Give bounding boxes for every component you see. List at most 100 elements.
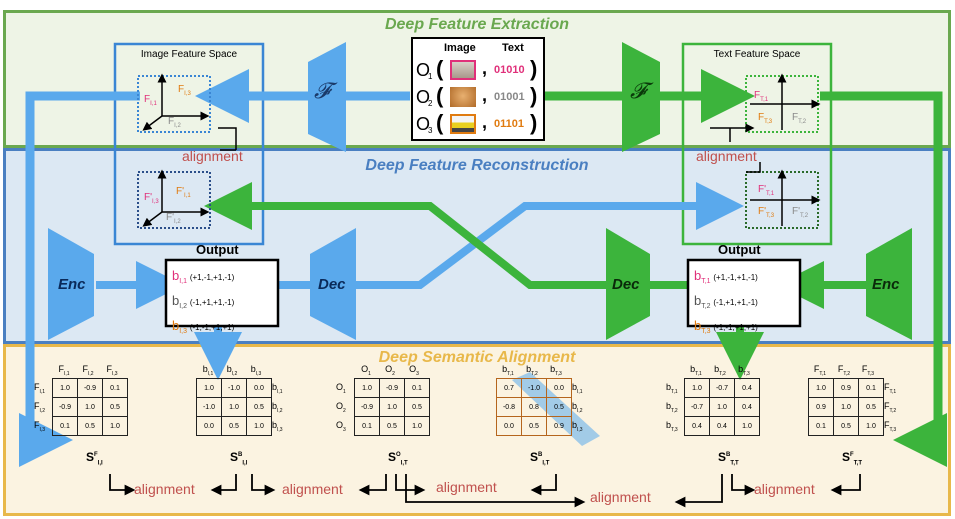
- object-table-header-image: Image: [444, 42, 476, 54]
- image-output-rows: bI,1 (+1,-1,+1,-1) bI,2 (-1,+1,+1,-1) bI…: [172, 266, 276, 341]
- object-name-2: O: [416, 87, 431, 107]
- matrix-col-header: FI,1: [58, 364, 70, 377]
- text-code-sub-1: T,1: [701, 278, 711, 285]
- image-alignment-label: alignment: [182, 148, 243, 164]
- comma-1: ,: [482, 58, 488, 78]
- paren-close-1: ): [530, 56, 538, 81]
- object-code-2: 01001: [494, 91, 525, 103]
- matrix-cell: 0.4: [734, 378, 760, 398]
- matrix-cell: 1.0: [709, 397, 735, 417]
- object-code-3: 01101: [494, 118, 524, 130]
- green-arrow-right-down: [820, 91, 947, 467]
- text-output-row-2: bT,2 (-1,+1,+1,-1): [694, 291, 798, 316]
- bottom-alignment-3: alignment: [436, 479, 497, 495]
- text-F-label: 𝓕: [630, 78, 647, 103]
- matrix-cell: 0.5: [404, 397, 430, 417]
- matrix-cell: 1.0: [858, 416, 884, 436]
- matrix-row-header: bI,3: [572, 420, 583, 433]
- matrix-cell: 0.4: [734, 397, 760, 417]
- image-alignment-connector: [218, 127, 237, 151]
- img-feat-label-3: FI,3: [178, 84, 191, 97]
- img-recon-label-3: F'I,1: [176, 186, 191, 199]
- matrix-cell: 0.5: [246, 397, 272, 417]
- matrix-row-header: FI,1: [34, 382, 46, 395]
- matrix-cell: 1.0: [734, 416, 760, 436]
- image-feature-space-frame: [113, 42, 265, 246]
- matrix-row-header: bI,2: [272, 401, 283, 414]
- text-alignment-label: alignment: [696, 148, 757, 164]
- text-feature-space-frame: [681, 42, 833, 246]
- image-feature-space-title: Image Feature Space: [140, 49, 238, 60]
- object-row-1: O 1 ( , 01010 ): [416, 56, 542, 84]
- matrix-col-header: bT,2: [526, 364, 538, 377]
- matrix-cell: 0.9: [833, 378, 859, 398]
- img-recon-label-1: F'I,3: [144, 192, 159, 205]
- matrix-row-header: bT,3: [666, 420, 678, 433]
- bottom-connector-6: [530, 474, 557, 496]
- matrix-cell: 0.1: [52, 416, 78, 436]
- matrix-row-header: FI,3: [34, 420, 46, 433]
- matrix-label: SBT,T: [718, 450, 739, 467]
- matrix-cell: 0.5: [379, 416, 405, 436]
- text-code-val-3: (-1,-1,+1,+1): [713, 323, 758, 332]
- matrix-cell: 1.0: [77, 397, 103, 417]
- text-output-title: Output: [718, 242, 761, 257]
- matrix-col-header: FI,3: [106, 364, 118, 377]
- matrix-row-header: O1: [336, 382, 346, 395]
- matrix-cell: 0.1: [858, 378, 884, 398]
- comma-3: ,: [482, 112, 488, 132]
- text-alignment-connector: [710, 128, 750, 142]
- matrix-cell: -0.9: [354, 397, 380, 417]
- green-arrow-cross: [204, 182, 606, 289]
- bottom-connector-3: [251, 474, 276, 496]
- image-code-val-1: (+1,-1,+1,-1): [189, 273, 235, 282]
- bottom-alignment-2: alignment: [282, 481, 343, 497]
- matrix-col-header: FT,1: [813, 364, 827, 377]
- matrix-cell: 1.0: [833, 397, 859, 417]
- comma-2: ,: [482, 85, 488, 105]
- img-feat-label-2: FI,2: [168, 116, 181, 129]
- matrix-col-header: O1: [361, 364, 371, 377]
- image-output-title: Output: [196, 242, 239, 257]
- matrix-cell: -1.0: [196, 397, 222, 417]
- text-enc-label: Enc: [872, 276, 900, 293]
- text-code-name-2: b: [694, 293, 702, 308]
- matrix-row-header: bT,1: [666, 382, 678, 395]
- matrix-cell: 0.0: [496, 416, 522, 436]
- image-output-row-2: bI,2 (-1,+1,+1,-1): [172, 291, 276, 316]
- paren-close-2: ): [530, 83, 538, 108]
- text-encoder: [866, 228, 912, 340]
- text-feature-space-title: Text Feature Space: [713, 49, 801, 60]
- matrix-cell: 1.0: [354, 378, 380, 398]
- matrix-cell: -0.9: [77, 378, 103, 398]
- bottom-connector-1: [109, 474, 136, 496]
- matrix-label: SFT,T: [842, 450, 863, 467]
- txt-feat-label-3: FT,3: [758, 112, 773, 125]
- image-output-row-1: bI,1 (+1,-1,+1,-1): [172, 266, 276, 291]
- image-output-box: [164, 258, 280, 328]
- image-feature-box-bottom: [137, 171, 211, 229]
- matrix-cell: 0.4: [709, 416, 735, 436]
- matrix-cell: 0.5: [521, 416, 547, 436]
- paren-close-3: ): [530, 110, 538, 135]
- blue-arrow-left-down: [19, 91, 140, 467]
- matrix-col-header: FT,3: [861, 364, 875, 377]
- matrix-cell: 0.8: [521, 397, 547, 417]
- extraction-title: Deep Feature Extraction: [384, 16, 570, 33]
- matrix-cell: 0.5: [77, 416, 103, 436]
- matrix-cell: 0.5: [833, 416, 859, 436]
- text-code-name-1: b: [694, 268, 702, 283]
- txt-feat-label-1: FT,1: [754, 90, 769, 103]
- matrix-cell: 1.0: [684, 378, 710, 398]
- image-code-name-1: b: [172, 268, 180, 283]
- matrix-cell: 0.7: [496, 378, 522, 398]
- matrix-label: SBI,T: [530, 450, 550, 467]
- text-code-sub-2: T,2: [701, 303, 711, 310]
- matrix-cell: 0.1: [808, 416, 834, 436]
